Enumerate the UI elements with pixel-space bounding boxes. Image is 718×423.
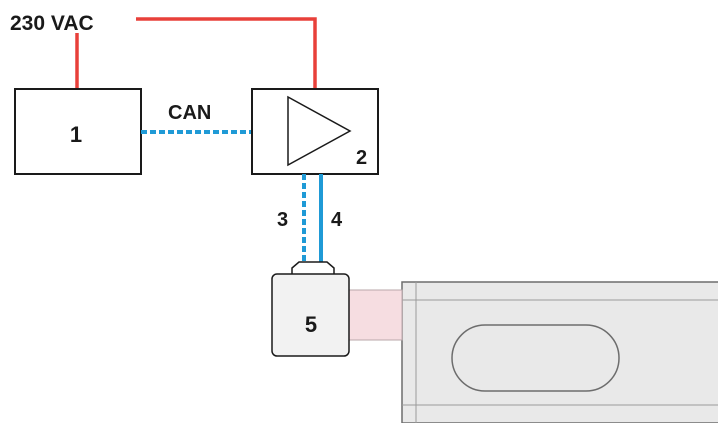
rail-slot	[451, 324, 620, 392]
sensor-body	[271, 273, 350, 357]
connection-3-label: 3	[277, 209, 288, 231]
sensor-number: 5	[305, 312, 317, 337]
power-line-to-amplifier	[136, 17, 317, 89]
power-label: 230 VAC	[10, 12, 94, 35]
amplifier-triangle-icon	[287, 95, 352, 167]
sensor-connector-plug	[291, 261, 335, 276]
sensor-adapter	[348, 289, 403, 341]
amplifier-number: 2	[356, 147, 367, 169]
connection-4-label: 4	[331, 209, 343, 231]
can-label: CAN	[168, 102, 211, 124]
unit-1-number: 1	[70, 122, 82, 147]
